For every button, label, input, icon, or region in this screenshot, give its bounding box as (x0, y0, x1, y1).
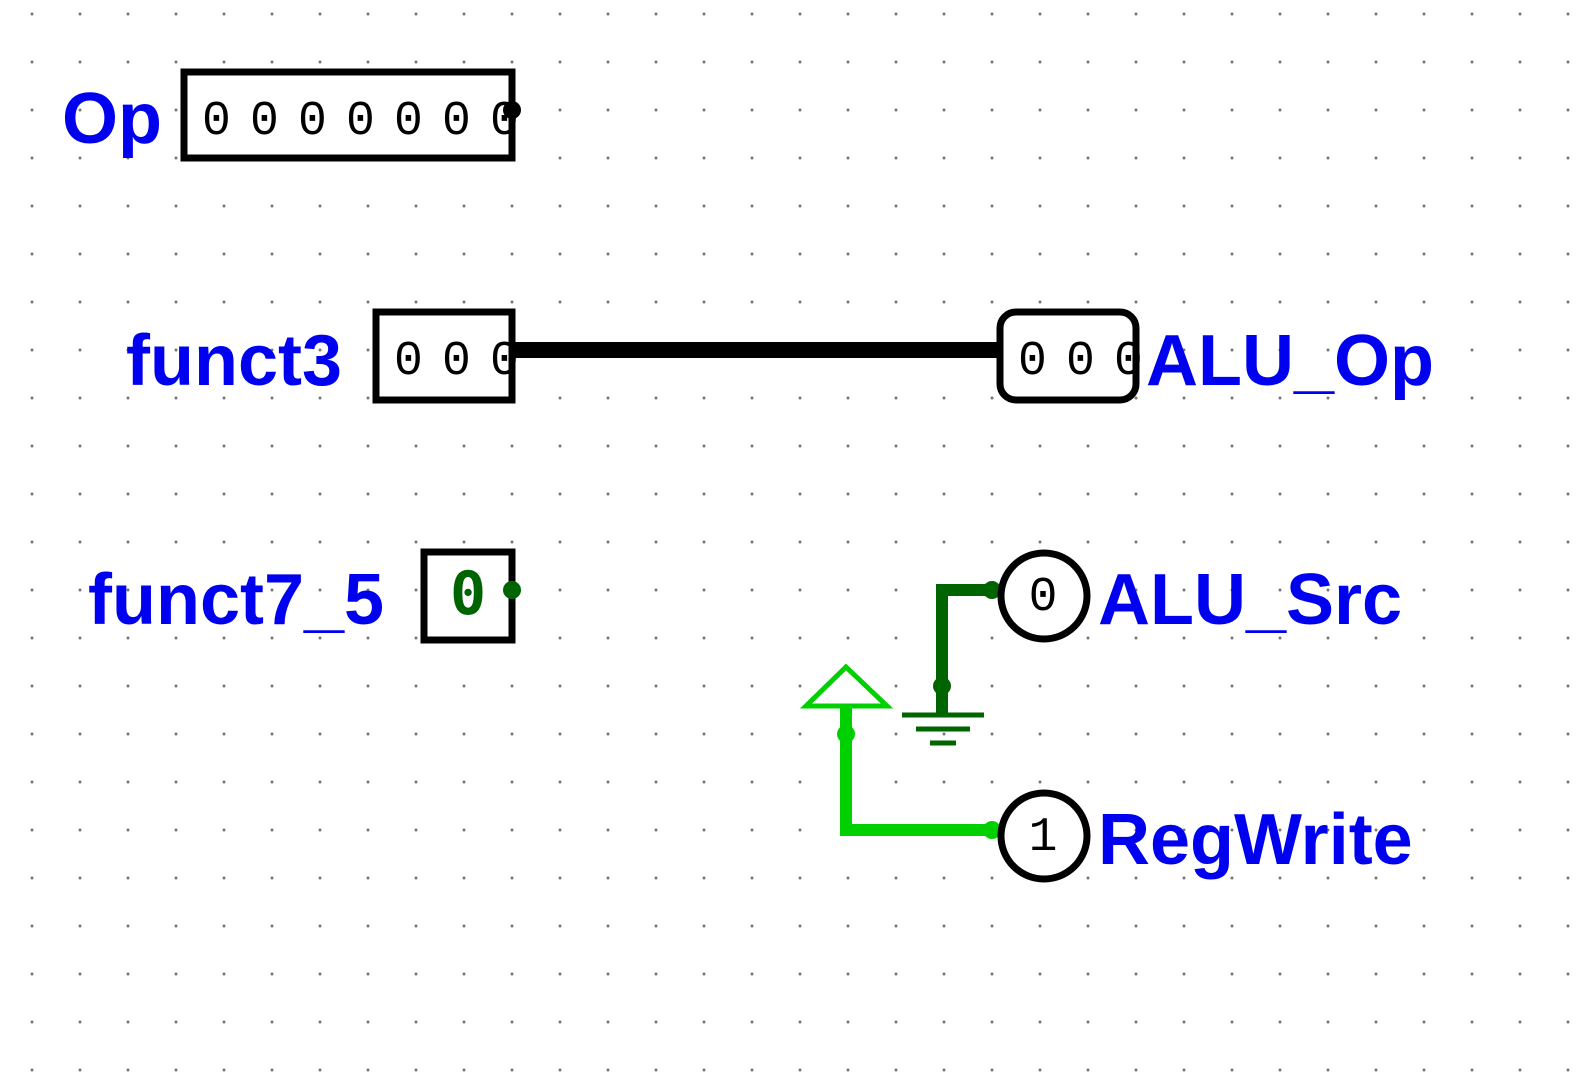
alu-op-bit-2: 0 (1018, 335, 1047, 389)
op-bit-4: 0 (298, 95, 327, 149)
op-bit-3: 0 (346, 95, 375, 149)
alu-src-value: 0 (1029, 571, 1058, 625)
alu-op-output-pin[interactable]: 0 0 0 ALU_Op (996, 308, 1434, 404)
funct7-5-label: funct7_5 (88, 560, 384, 640)
funct3-label: funct3 (126, 321, 342, 401)
alu-src-pin-circle[interactable] (997, 549, 1091, 643)
alu-op-bit-0: 0 (1114, 335, 1143, 389)
power-wire-junction (837, 725, 855, 743)
op-bit-6: 0 (202, 95, 231, 149)
alu-src-label: ALU_Src (1098, 560, 1402, 640)
alu-src-output-pin[interactable]: 0 ALU_Src (997, 549, 1402, 643)
funct3-bit-1: 0 (442, 335, 471, 389)
op-pin-connector[interactable] (503, 101, 521, 119)
op-input-pin[interactable]: Op 0 0 0 0 0 0 0 (62, 68, 521, 162)
funct3-pin-box[interactable] (372, 308, 516, 404)
funct7-5-pin-connector[interactable] (503, 581, 521, 599)
regwrite-value: 1 (1029, 811, 1058, 865)
power-icon[interactable] (799, 663, 894, 709)
funct3-bit-2: 0 (394, 335, 423, 389)
regwrite-label: RegWrite (1098, 800, 1413, 880)
funct7-5-input-pin[interactable]: funct7_5 0 (88, 548, 521, 644)
funct7-5-pin-box[interactable] (420, 548, 516, 644)
regwrite-pin-circle[interactable] (997, 789, 1091, 883)
ground-to-alusrc-wire[interactable] (936, 584, 992, 715)
ground-wire-junction (933, 677, 951, 695)
op-bit-1: 0 (442, 95, 471, 149)
funct7-5-value: 0 (450, 559, 486, 629)
regwrite-wire[interactable] (837, 706, 1001, 839)
funct3-input-pin[interactable]: funct3 0 0 0 (126, 308, 519, 404)
alu-op-bit-1: 0 (1066, 335, 1095, 389)
op-bit-5: 0 (250, 95, 279, 149)
regwrite-connector[interactable] (983, 821, 1001, 839)
ground-icon[interactable] (902, 712, 984, 746)
alu-src-connector[interactable] (983, 581, 1001, 599)
op-bit-2: 0 (394, 95, 423, 149)
power-to-regwrite-wire[interactable] (840, 706, 992, 836)
alu-op-label: ALU_Op (1146, 321, 1434, 401)
alu-src-wire[interactable] (933, 581, 1001, 715)
regwrite-output-pin[interactable]: 1 RegWrite (997, 789, 1413, 883)
alu-op-pin-box[interactable] (996, 308, 1140, 404)
op-pin-box[interactable] (180, 68, 516, 162)
op-label: Op (62, 79, 162, 159)
